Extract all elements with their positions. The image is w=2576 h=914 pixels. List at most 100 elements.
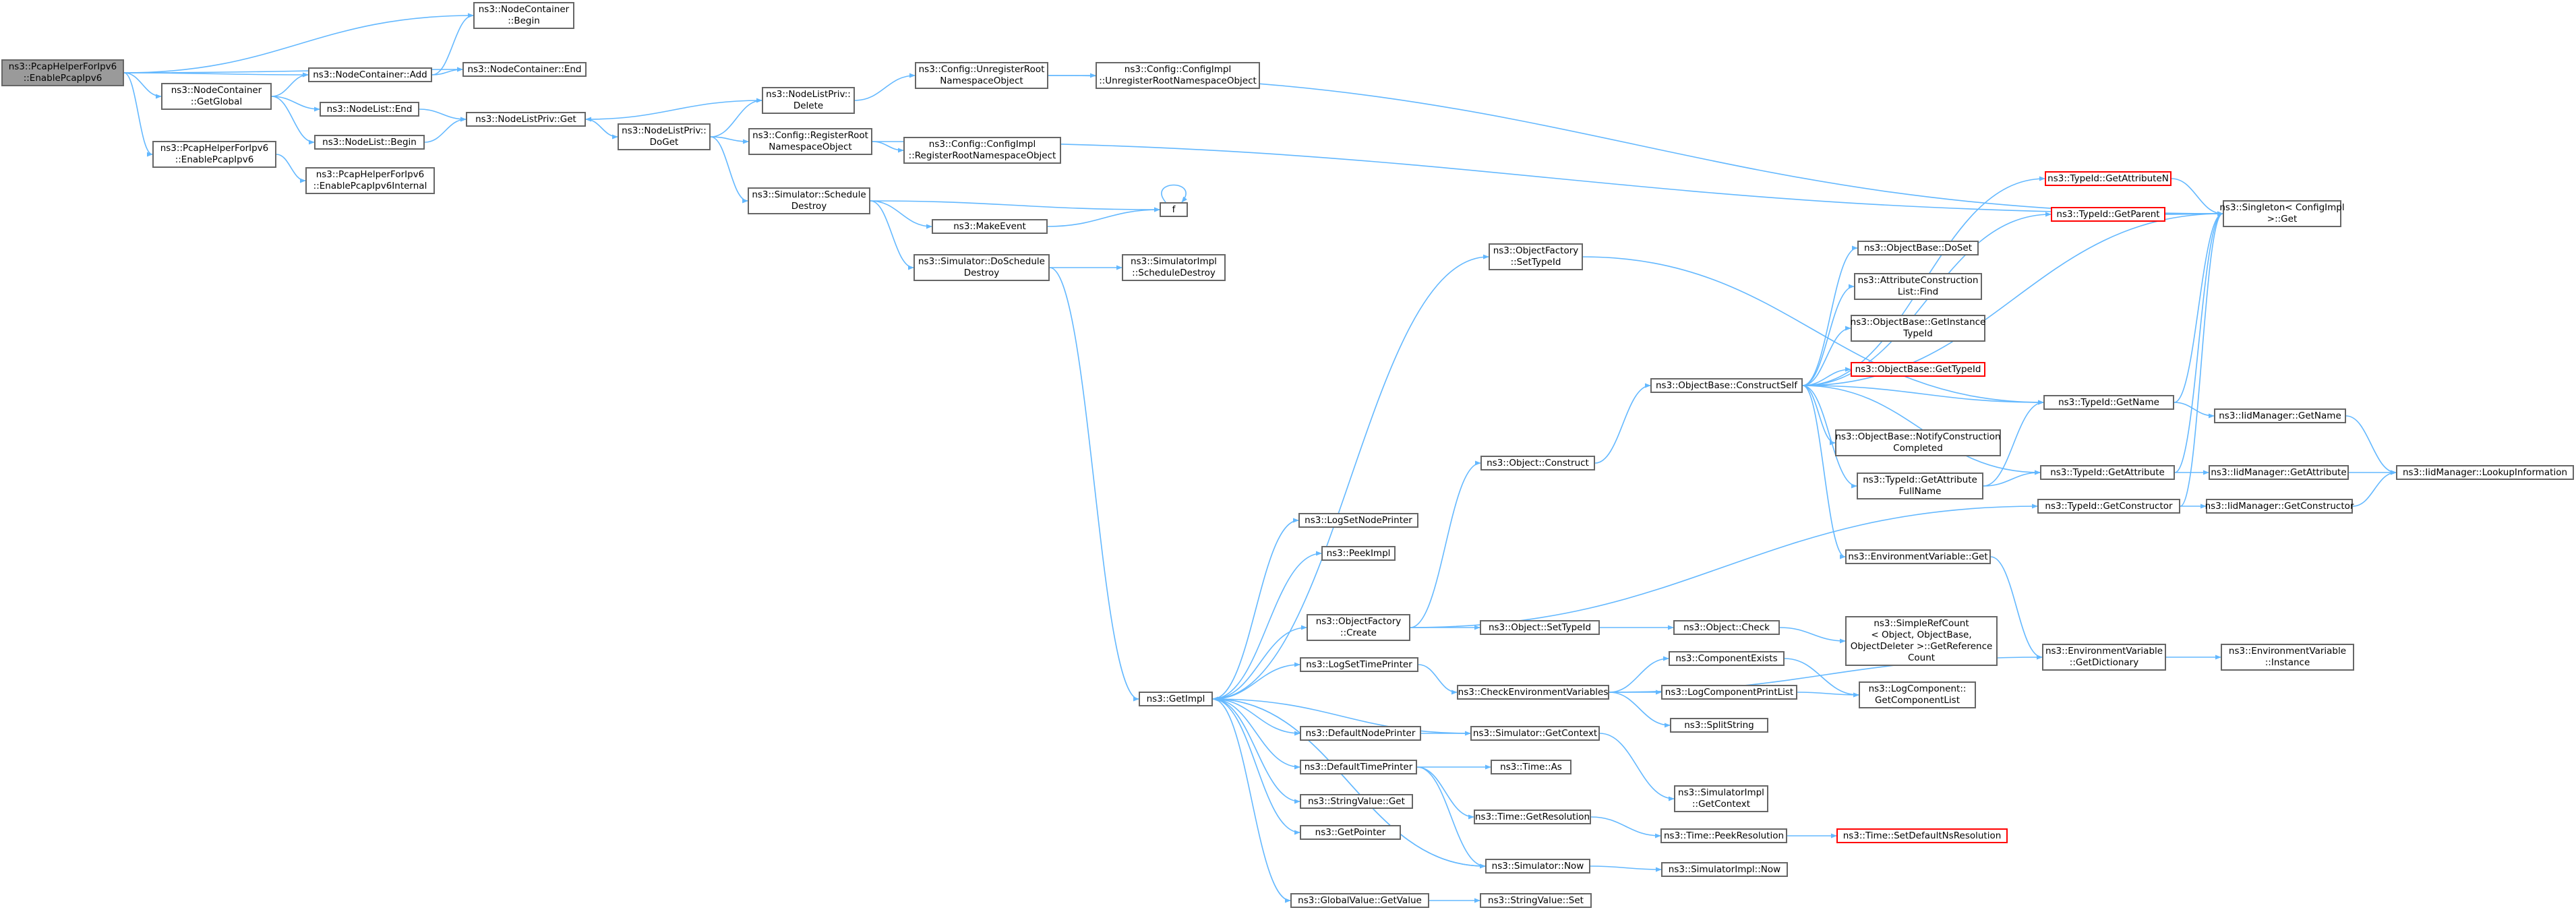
call-edge: [1212, 698, 1300, 736]
node-checkenvironmentvariables[interactable]: ns3::CheckEnvironmentVariables: [1457, 685, 1609, 700]
call-edge: [1802, 212, 2051, 386]
call-edge: [870, 200, 932, 229]
node-simulatorimpl-scheduledestroy[interactable]: ns3::SimulatorImpl::ScheduleDestroy: [1122, 254, 1226, 281]
call-edge: [870, 200, 914, 270]
call-edge: [271, 96, 320, 112]
node-f[interactable]: f: [1160, 202, 1188, 217]
call-edge: [1048, 75, 2223, 216]
node-time-as[interactable]: ns3::Time::As: [1491, 760, 1571, 774]
node-iidmanager-getconstructor[interactable]: ns3::IidManager::GetConstructor: [2205, 499, 2354, 514]
call-edge: [2174, 211, 2223, 403]
node-splitstring[interactable]: ns3::SplitString: [1670, 718, 1768, 733]
node-time-getresolution[interactable]: ns3::Time::GetResolution: [1474, 810, 1591, 824]
node-simulator-now[interactable]: ns3::Simulator::Now: [1485, 859, 1590, 874]
node-nodelist-begin[interactable]: ns3::NodeList::Begin: [314, 135, 425, 150]
node-simulator-getcontext[interactable]: ns3::Simulator::GetContext: [1470, 726, 1600, 741]
node-getimpl[interactable]: ns3::GetImpl: [1139, 692, 1213, 706]
node-nodelistpriv-get[interactable]: ns3::NodeListPriv::Get: [466, 112, 586, 127]
node-stringvalue-get[interactable]: ns3::StringValue::Get: [1300, 794, 1413, 809]
node-objectfactory-settypeid[interactable]: ns3::ObjectFactory::SetTypeId: [1489, 243, 1583, 270]
node-logcomponentprintlist[interactable]: ns3::LogComponentPrintList: [1661, 685, 1797, 700]
node-nodecontainer-add[interactable]: ns3::NodeContainer::Add: [308, 67, 432, 82]
node-iidmanager-lookupinformation[interactable]: ns3::IidManager::LookupInformation: [2396, 465, 2574, 480]
node-environmentvariable-getdictionary[interactable]: ns3::EnvironmentVariable::GetDictionary: [2042, 644, 2166, 671]
node-simplerefcount-getreferencecount[interactable]: ns3::SimpleRefCount< Object, ObjectBase,…: [1845, 616, 1998, 666]
node-iidmanager-getattribute[interactable]: ns3::IidManager::GetAttribute: [2209, 465, 2349, 480]
call-edge: [431, 13, 474, 75]
node-getpointer[interactable]: ns3::GetPointer: [1300, 825, 1401, 840]
call-edge: [2174, 211, 2223, 473]
node-objectbase-gettypeid[interactable]: ns3::ObjectBase::GetTypeId: [1851, 362, 1985, 377]
call-edge: [1599, 733, 1675, 801]
call-edge: [2345, 415, 2397, 475]
call-edge: [1802, 326, 1851, 386]
node-nodecontainer-getglobal[interactable]: ns3::NodeContainer::GetGlobal: [161, 83, 272, 110]
call-edge: [1779, 627, 1846, 644]
call-edge: [1047, 207, 1160, 227]
call-edge: [1797, 692, 1859, 698]
node-simulatorimpl-getcontext[interactable]: ns3::SimulatorImpl::GetContext: [1674, 785, 1768, 812]
node-typeid-getattributen[interactable]: ns3::TypeId::GetAttributeN: [2045, 171, 2171, 186]
node-logcomponent-getcomponentlist[interactable]: ns3::LogComponent::GetComponentList: [1859, 681, 1976, 708]
node-configimpl-unregisterrootnamespaceobject[interactable]: ns3::Config::ConfigImpl::UnregisterRootN…: [1096, 62, 1260, 89]
call-edge: [2174, 402, 2215, 419]
call-edge: [1594, 383, 1651, 464]
node-iidmanager-getname[interactable]: ns3::IidManager::GetName: [2214, 408, 2346, 423]
call-edge: [1590, 865, 1662, 872]
call-edge: [1802, 284, 1855, 386]
node-nodecontainer-begin[interactable]: ns3::NodeContainer::Begin: [473, 2, 574, 29]
node-environmentvariable-get[interactable]: ns3::EnvironmentVariable::Get: [1845, 549, 1991, 564]
node-nodelistpriv-doget[interactable]: ns3::NodeListPriv::DoGet: [618, 123, 711, 150]
node-simulatorimpl-now[interactable]: ns3::SimulatorImpl::Now: [1661, 862, 1788, 877]
call-edge: [1212, 698, 1300, 804]
call-edge: [1212, 698, 1300, 835]
call-edge: [1802, 385, 1846, 559]
node-peekimpl[interactable]: ns3::PeekImpl: [1321, 546, 1396, 561]
node-componentexists[interactable]: ns3::ComponentExists: [1669, 651, 1785, 666]
call-edge: [1983, 470, 2041, 487]
call-edge: [1212, 518, 1299, 700]
node-stringvalue-set[interactable]: ns3::StringValue::Set: [1480, 893, 1592, 908]
node-typeid-getconstructor[interactable]: ns3::TypeId::GetConstructor: [2037, 499, 2180, 514]
call-edge: [1802, 385, 2041, 475]
node-pcaphelper-enablepcapipv6[interactable]: ns3::PcapHelperForIpv6::EnablePcapIpv6: [152, 141, 276, 168]
node-pcaphelper-enablepcapipv6internal[interactable]: ns3::PcapHelperForIpv6::EnablePcapIpv6In…: [305, 167, 435, 194]
node-object-settypeid[interactable]: ns3::Object::SetTypeId: [1480, 620, 1600, 635]
node-typeid-getname[interactable]: ns3::TypeId::GetName: [2043, 395, 2174, 410]
node-makeevent[interactable]: ns3::MakeEvent: [932, 219, 1048, 234]
node-configimpl-registerrootnamespaceobject[interactable]: ns3::Config::ConfigImpl::RegisterRootNam…: [903, 137, 1061, 164]
node-defaultnodeprinter[interactable]: ns3::DefaultNodePrinter: [1300, 726, 1421, 741]
node-objectbase-constructself[interactable]: ns3::ObjectBase::ConstructSelf: [1650, 378, 1803, 393]
node-typeid-getattribute[interactable]: ns3::TypeId::GetAttribute: [2040, 465, 2175, 480]
node-typeid-getparent[interactable]: ns3::TypeId::GetParent: [2051, 207, 2165, 222]
call-edge: [1212, 696, 1471, 734]
node-nodelist-end[interactable]: ns3::NodeList::End: [320, 102, 419, 117]
node-logsetnodeprinter[interactable]: ns3::LogSetNodePrinter: [1298, 513, 1418, 528]
node-object-construct[interactable]: ns3::Object::Construct: [1480, 456, 1595, 470]
call-edge: [1582, 256, 2044, 405]
node-object-check[interactable]: ns3::Object::Check: [1673, 620, 1780, 635]
call-edge: [872, 141, 2223, 216]
call-edge: [1418, 664, 1458, 695]
node-time-setdefaultnsresolution[interactable]: ns3::Time::SetDefaultNsResolution: [1836, 828, 2008, 843]
call-edge: [1802, 385, 1857, 489]
node-logsettimeprinter[interactable]: ns3::LogSetTimePrinter: [1300, 657, 1418, 672]
node-nodelistpriv-delete[interactable]: ns3::NodeListPriv::Delete: [762, 87, 855, 114]
node-time-peekresolution[interactable]: ns3::Time::PeekResolution: [1660, 828, 1787, 843]
node-objectfactory-create[interactable]: ns3::ObjectFactory::Create: [1307, 614, 1410, 641]
node-nodecontainer-end[interactable]: ns3::NodeContainer::End: [462, 62, 587, 77]
node-environmentvariable-instance[interactable]: ns3::EnvironmentVariable::Instance: [2221, 644, 2354, 671]
node-defaulttimeprinter[interactable]: ns3::DefaultTimePrinter: [1300, 760, 1417, 774]
node-globalvalue-getvalue[interactable]: ns3::GlobalValue::GetValue: [1290, 893, 1429, 908]
node-objectbase-doset[interactable]: ns3::ObjectBase::DoSet: [1857, 241, 1979, 255]
node-singleton-configimpl-get[interactable]: ns3::Singleton< ConfigImpl >::Get: [2219, 200, 2345, 227]
self-call-edge: [1161, 184, 1187, 203]
